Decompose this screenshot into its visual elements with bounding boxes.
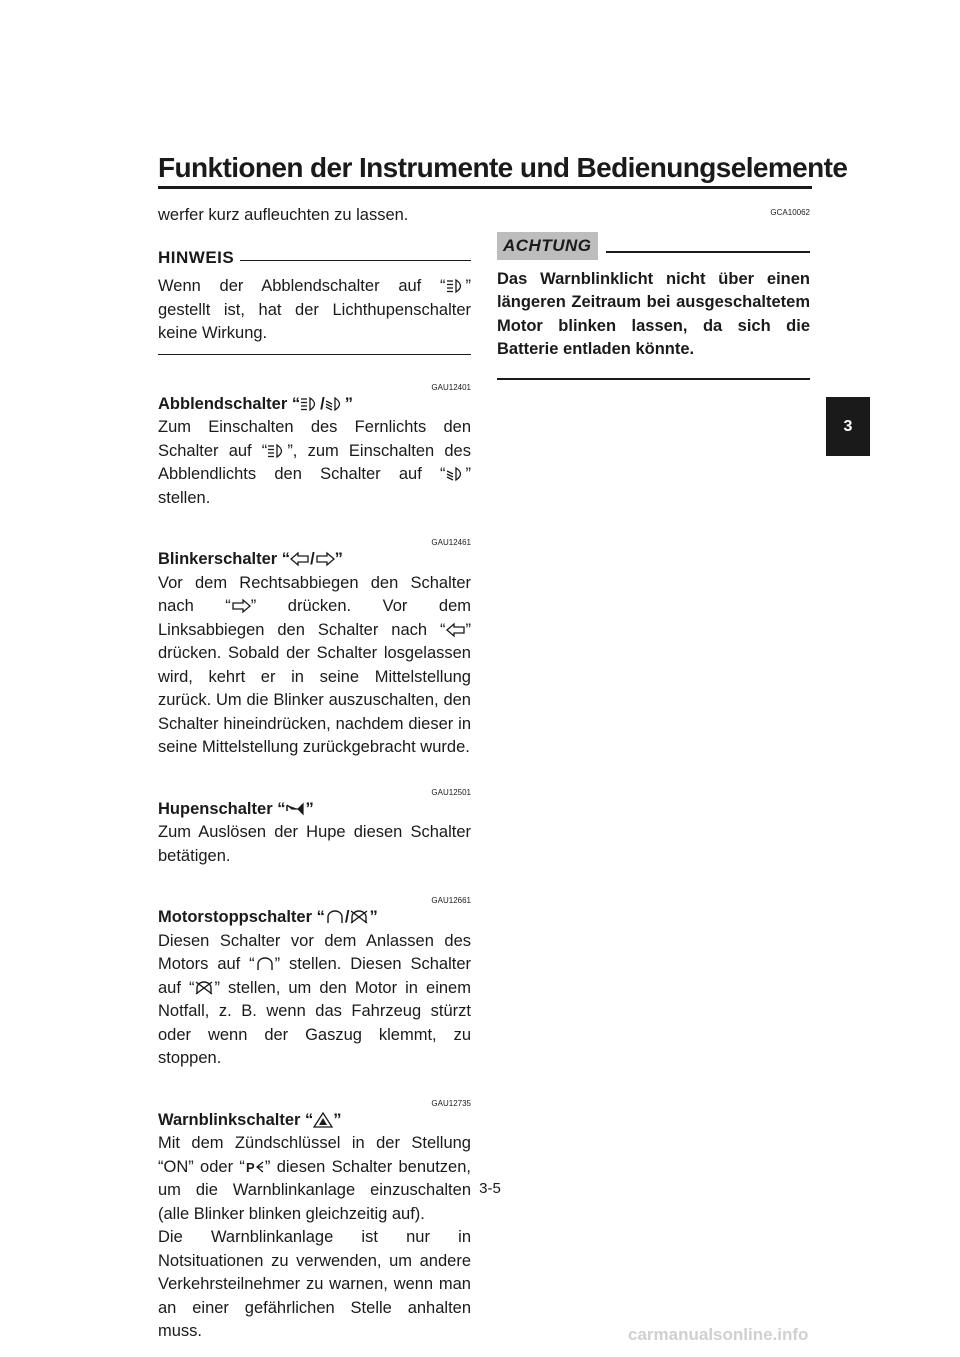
- svg-text:P: P: [246, 1160, 255, 1175]
- page-number: 3-5: [479, 1180, 501, 1197]
- section-text: Zum Einschalten des Fernlichts den Schal…: [158, 418, 471, 507]
- caution-rule: [605, 250, 810, 253]
- note-bottom-rule: [158, 353, 471, 355]
- high-beam-icon: [446, 278, 466, 294]
- note-title: HINWEIS: [158, 247, 235, 267]
- dimmer-section: GAU12401 Abblendschalter “/” Zum Einscha…: [158, 383, 471, 511]
- engine-run-icon: [255, 956, 275, 972]
- engine-stop-icon: [194, 980, 214, 996]
- turn-signal-section: GAU12461 Blinkerschalter “/” Vor dem Rec…: [158, 538, 471, 760]
- low-beam-icon: [325, 396, 345, 412]
- ref-code: GCA10062: [770, 208, 810, 217]
- left-turn-icon: [445, 622, 466, 638]
- ref-code: GAU12401: [431, 382, 471, 392]
- low-beam-icon: [446, 466, 466, 482]
- caution-header: ACHTUNG: [497, 232, 810, 260]
- parking-icon: P: [245, 1159, 265, 1175]
- right-column: GCA10062 ACHTUNG Das Warnblinklicht nich…: [497, 204, 810, 380]
- ref-code: GAU12735: [431, 1098, 471, 1108]
- watermark: carmanualsonline.info: [628, 1325, 809, 1344]
- header-rule: [158, 186, 812, 189]
- engine-stop-section: GAU12661 Motorstoppschalter “/” Diesen S…: [158, 896, 471, 1071]
- ref-code: GAU12461: [431, 538, 471, 547]
- right-turn-icon: [315, 551, 335, 567]
- left-column: werfer kurz aufleuchten zu lassen. HINWE…: [158, 204, 471, 1344]
- horn-section: GAU12501 Hupenschalter “” Zum Auslösen d…: [158, 788, 471, 869]
- caution-title: ACHTUNG: [497, 232, 598, 260]
- page-title: Funktionen der Instrumente und Bedienung…: [158, 152, 848, 183]
- hazard-section: GAU12735 Warnblinkschalter “” Mit dem Zü…: [158, 1099, 471, 1344]
- engine-run-icon: [325, 909, 345, 925]
- note-text: Wenn der Abblendschalter auf “” gestellt…: [158, 277, 471, 342]
- ref-code: GAU12661: [431, 896, 471, 905]
- caution-text: Das Warnblinklicht nicht über einen läng…: [497, 269, 810, 359]
- chapter-tab: 3: [826, 397, 870, 456]
- section-text: Zum Auslösen der Hupe diesen Schalter be…: [158, 823, 471, 865]
- note-header: HINWEIS: [158, 246, 471, 270]
- hazard-icon: [313, 1111, 334, 1128]
- left-turn-icon: [290, 551, 310, 567]
- section-heading: Motorstoppschalter “/”: [158, 908, 378, 926]
- note-rule: [240, 259, 471, 261]
- section-text: Die Warnblinkanlage ist nur in Notsituat…: [158, 1228, 471, 1340]
- section-text: Diesen Schalter vor dem Anlassen des Mot…: [158, 931, 472, 1068]
- section-heading: Blinkerschalter “/”: [158, 550, 343, 568]
- high-beam-icon: [300, 396, 320, 412]
- right-turn-icon: [231, 598, 251, 614]
- horn-icon: [285, 801, 305, 817]
- caution-bottom-rule: [497, 378, 810, 380]
- section-heading: Hupenschalter “”: [158, 799, 314, 818]
- intro-text: werfer kurz aufleuchten zu lassen.: [158, 206, 409, 224]
- section-heading: Abblendschalter “/”: [158, 394, 353, 413]
- engine-stop-icon: [349, 909, 369, 925]
- ref-code: GAU12501: [431, 787, 471, 797]
- section-text: Mit dem Zündschlüssel in der Stellung “O…: [158, 1134, 471, 1223]
- section-heading: Warnblinkschalter “”: [158, 1110, 342, 1129]
- section-text: Vor dem Rechtsabbiegen den Schalter nach…: [158, 573, 471, 757]
- high-beam-icon: [267, 443, 287, 459]
